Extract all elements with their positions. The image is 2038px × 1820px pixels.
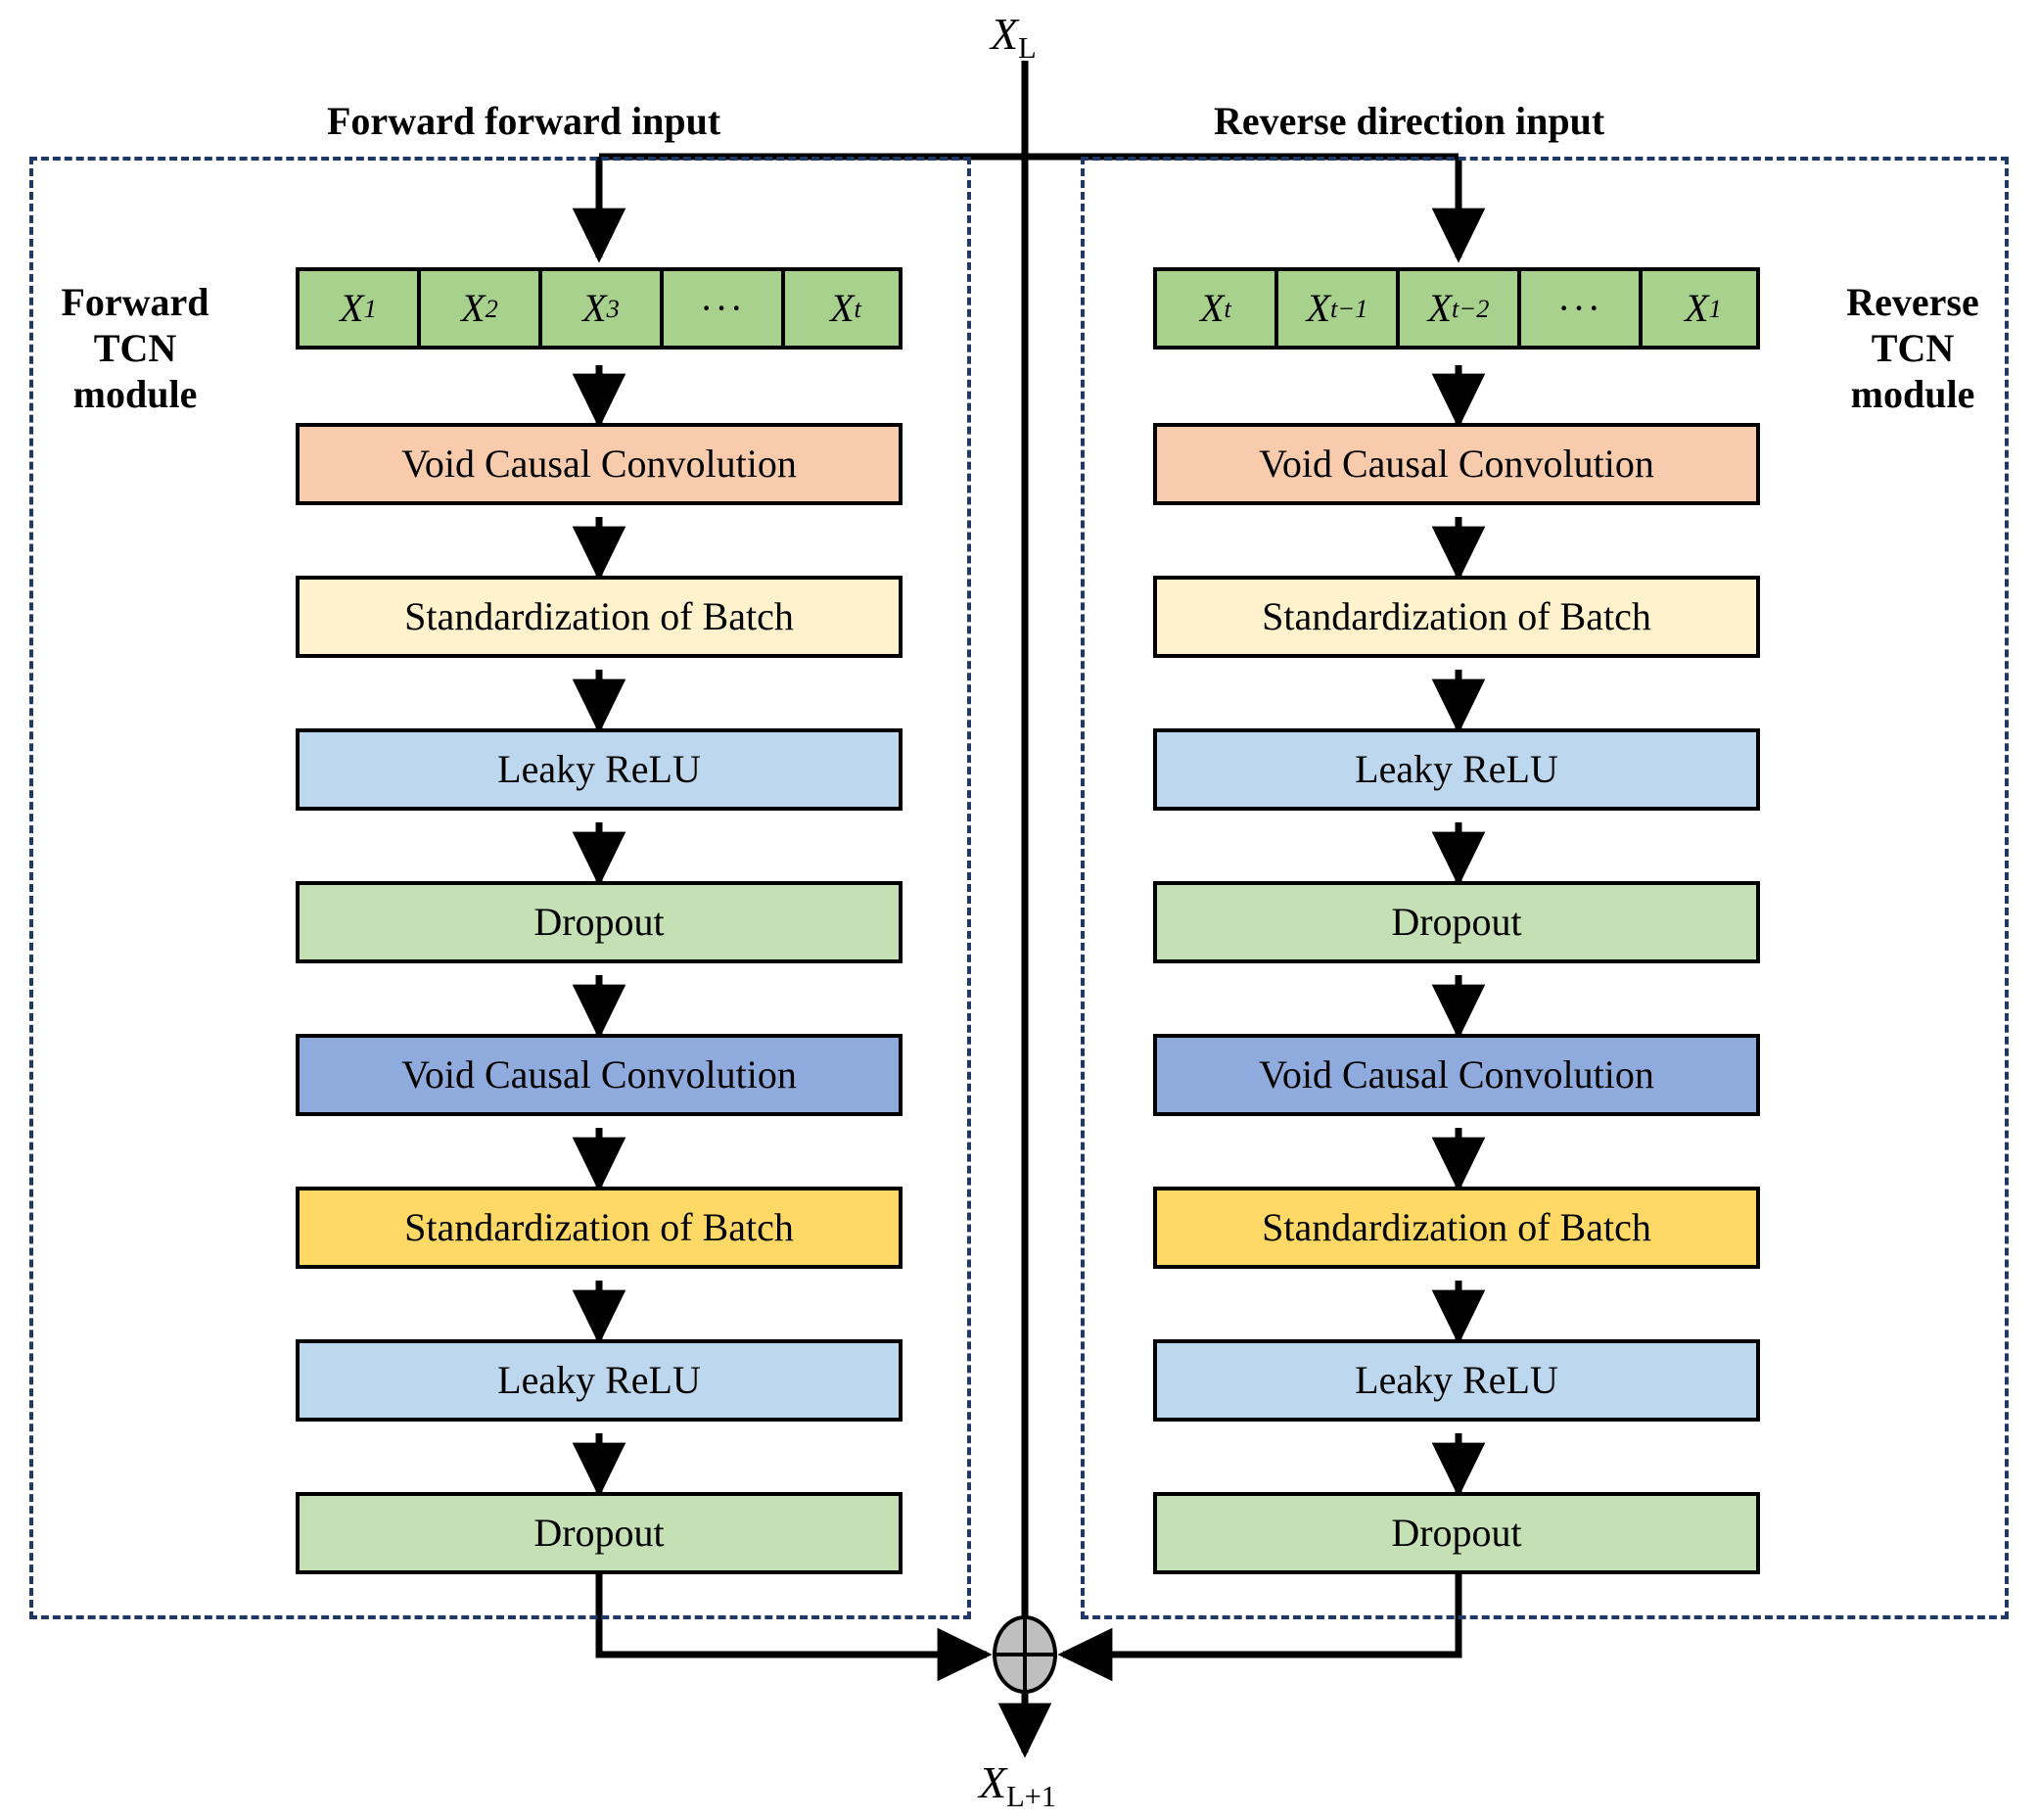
forward-block-2-label: Leaky ReLU bbox=[497, 747, 701, 791]
merge-add-node[interactable] bbox=[993, 1615, 1057, 1694]
reverse-module-label-line2: TCN bbox=[1871, 326, 1955, 371]
reverse-seq-cell-3: ··· bbox=[1521, 271, 1643, 346]
forward-block-7: Dropout bbox=[296, 1492, 903, 1574]
forward-tcn-frame bbox=[29, 157, 971, 1619]
reverse-module-label-line3: module bbox=[1850, 372, 1975, 417]
reverse-block-7: Dropout bbox=[1153, 1492, 1760, 1574]
reverse-seq-cell-1-base: X bbox=[1306, 286, 1331, 330]
forward-block-7-label: Dropout bbox=[533, 1511, 665, 1555]
reverse-seq-cell-1-sub: t−1 bbox=[1330, 293, 1368, 323]
forward-block-3-label: Dropout bbox=[533, 900, 665, 944]
forward-seq-cell-0-base: X bbox=[340, 286, 364, 330]
merge-horizontal-bar bbox=[995, 1653, 1055, 1657]
forward-block-0-label: Void Causal Convolution bbox=[401, 442, 797, 486]
reverse-block-2: Leaky ReLU bbox=[1153, 728, 1760, 811]
forward-block-1: Standardization of Batch bbox=[296, 576, 903, 658]
forward-seq-cell-4-sub: t bbox=[854, 293, 861, 323]
reverse-block-5-label: Standardization of Batch bbox=[1262, 1205, 1651, 1249]
reverse-module-label-line1: Reverse bbox=[1846, 280, 1979, 324]
reverse-block-3: Dropout bbox=[1153, 881, 1760, 963]
forward-block-3: Dropout bbox=[296, 881, 903, 963]
forward-seq-cell-0-sub: 1 bbox=[363, 293, 377, 323]
reverse-block-6-label: Leaky ReLU bbox=[1355, 1358, 1558, 1402]
reverse-seq-cell-4-sub: 1 bbox=[1708, 293, 1722, 323]
reverse-block-6: Leaky ReLU bbox=[1153, 1339, 1760, 1422]
reverse-input-header: Reverse direction input bbox=[1214, 99, 1605, 143]
reverse-block-0: Void Causal Convolution bbox=[1153, 423, 1760, 505]
forward-module-label-line1: Forward bbox=[61, 280, 209, 324]
forward-block-0: Void Causal Convolution bbox=[296, 423, 903, 505]
reverse-block-1: Standardization of Batch bbox=[1153, 576, 1760, 658]
reverse-tcn-frame bbox=[1081, 157, 2009, 1619]
reverse-block-7-label: Dropout bbox=[1391, 1511, 1522, 1555]
forward-seq-cell-1-sub: 2 bbox=[485, 293, 498, 323]
forward-seq-cell-2-sub: 3 bbox=[606, 293, 620, 323]
forward-module-label-line3: module bbox=[72, 372, 198, 417]
reverse-seq-cell-0-base: X bbox=[1200, 286, 1225, 330]
reverse-seq-cell-2-base: X bbox=[1427, 286, 1453, 330]
reverse-seq-cell-0-sub: t bbox=[1224, 293, 1231, 323]
forward-seq-cell-3: ··· bbox=[664, 271, 785, 346]
reverse-block-2-label: Leaky ReLU bbox=[1355, 747, 1558, 791]
reverse-block-4: Void Causal Convolution bbox=[1153, 1034, 1760, 1116]
forward-block-1-label: Standardization of Batch bbox=[404, 594, 794, 638]
forward-block-2: Leaky ReLU bbox=[296, 728, 903, 811]
reverse-seq-cell-2-sub: t−2 bbox=[1452, 293, 1490, 323]
reverse-block-1-label: Standardization of Batch bbox=[1262, 594, 1651, 638]
forward-block-4-label: Void Causal Convolution bbox=[401, 1052, 797, 1097]
forward-block-6: Leaky ReLU bbox=[296, 1339, 903, 1422]
forward-input-header: Forward forward input bbox=[327, 99, 721, 143]
forward-seq-cell-4-base: X bbox=[830, 286, 855, 330]
reverse-block-4-label: Void Causal Convolution bbox=[1259, 1052, 1654, 1097]
forward-block-6-label: Leaky ReLU bbox=[497, 1358, 701, 1402]
reverse-block-3-label: Dropout bbox=[1391, 900, 1522, 944]
output-label: XL+1 bbox=[979, 1757, 1056, 1814]
forward-seq-cell-2-base: X bbox=[582, 286, 607, 330]
forward-module-label-line2: TCN bbox=[93, 326, 177, 371]
reverse-block-0-label: Void Causal Convolution bbox=[1259, 442, 1654, 486]
forward-block-4: Void Causal Convolution bbox=[296, 1034, 903, 1116]
input-label: XL bbox=[991, 9, 1037, 66]
forward-block-5: Standardization of Batch bbox=[296, 1187, 903, 1269]
forward-seq-cell-1-base: X bbox=[461, 286, 486, 330]
forward-module-label: Forward TCN module bbox=[39, 279, 231, 418]
reverse-module-label: Reverse TCN module bbox=[1817, 279, 2009, 418]
forward-block-5-label: Standardization of Batch bbox=[404, 1205, 794, 1249]
reverse-block-5: Standardization of Batch bbox=[1153, 1187, 1760, 1269]
reverse-seq-cell-4-base: X bbox=[1685, 286, 1709, 330]
